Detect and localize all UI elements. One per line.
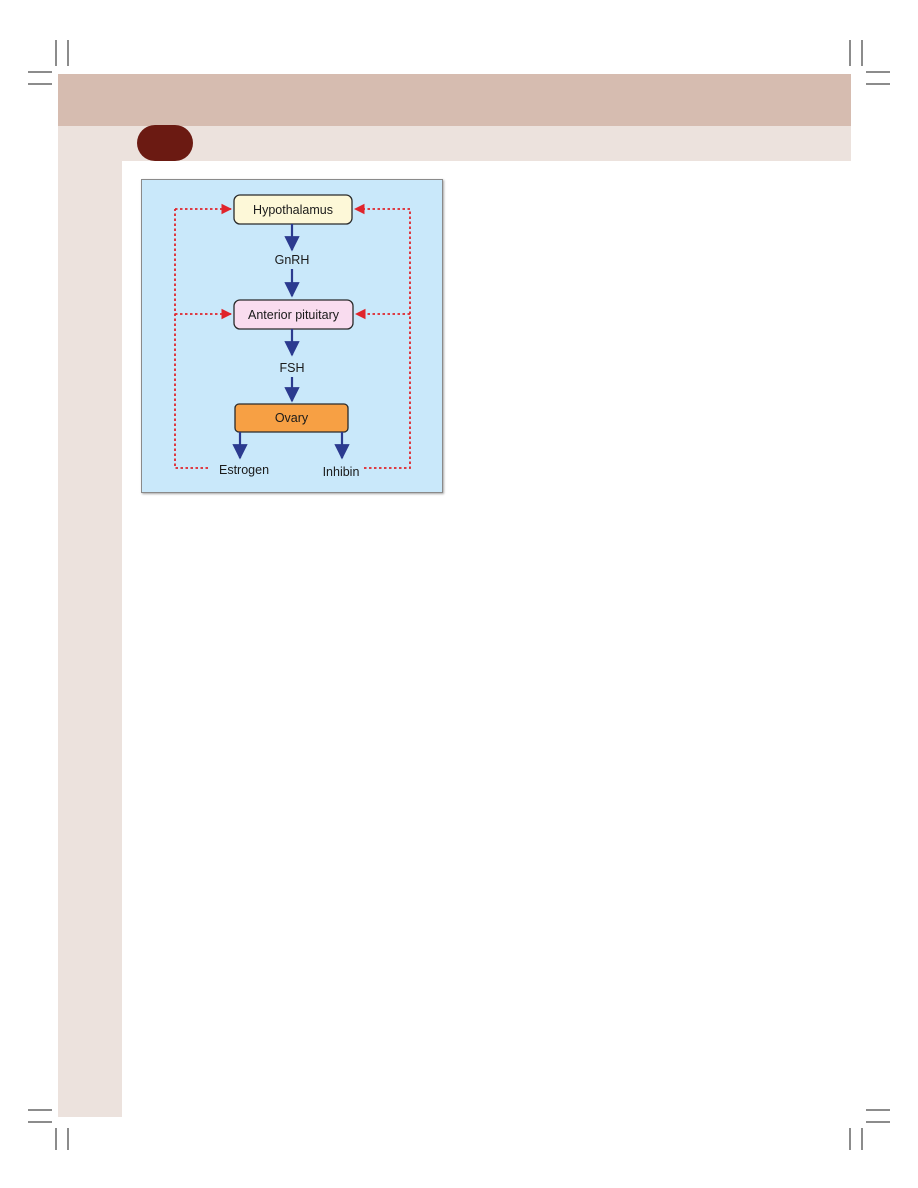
page-left-margin <box>58 161 122 1117</box>
node-anterior-pituitary-label: Anterior pituitary <box>248 308 340 322</box>
node-hypothalamus-label: Hypothalamus <box>253 203 333 217</box>
page-header-band <box>58 74 851 126</box>
node-ovary: Ovary <box>234 403 349 433</box>
hormone-estrogen-label: Estrogen <box>219 463 269 477</box>
diagram-canvas: Hypothalamus Anterior pituitary Ovary Gn… <box>174 194 411 479</box>
feedback-estrogen-line <box>174 209 208 469</box>
node-anterior-pituitary: Anterior pituitary <box>233 299 354 330</box>
hormone-fsh-label: FSH <box>280 361 305 375</box>
node-hypothalamus: Hypothalamus <box>233 194 353 225</box>
node-ovary-label: Ovary <box>275 411 309 425</box>
hormone-inhibin-label: Inhibin <box>323 465 360 479</box>
chapter-number-tab <box>137 125 193 161</box>
hormone-feedback-diagram: Hypothalamus Anterior pituitary Ovary Gn… <box>141 179 443 493</box>
feedback-inhibin-line <box>364 209 411 469</box>
hormone-gnrh-label: GnRH <box>275 253 310 267</box>
